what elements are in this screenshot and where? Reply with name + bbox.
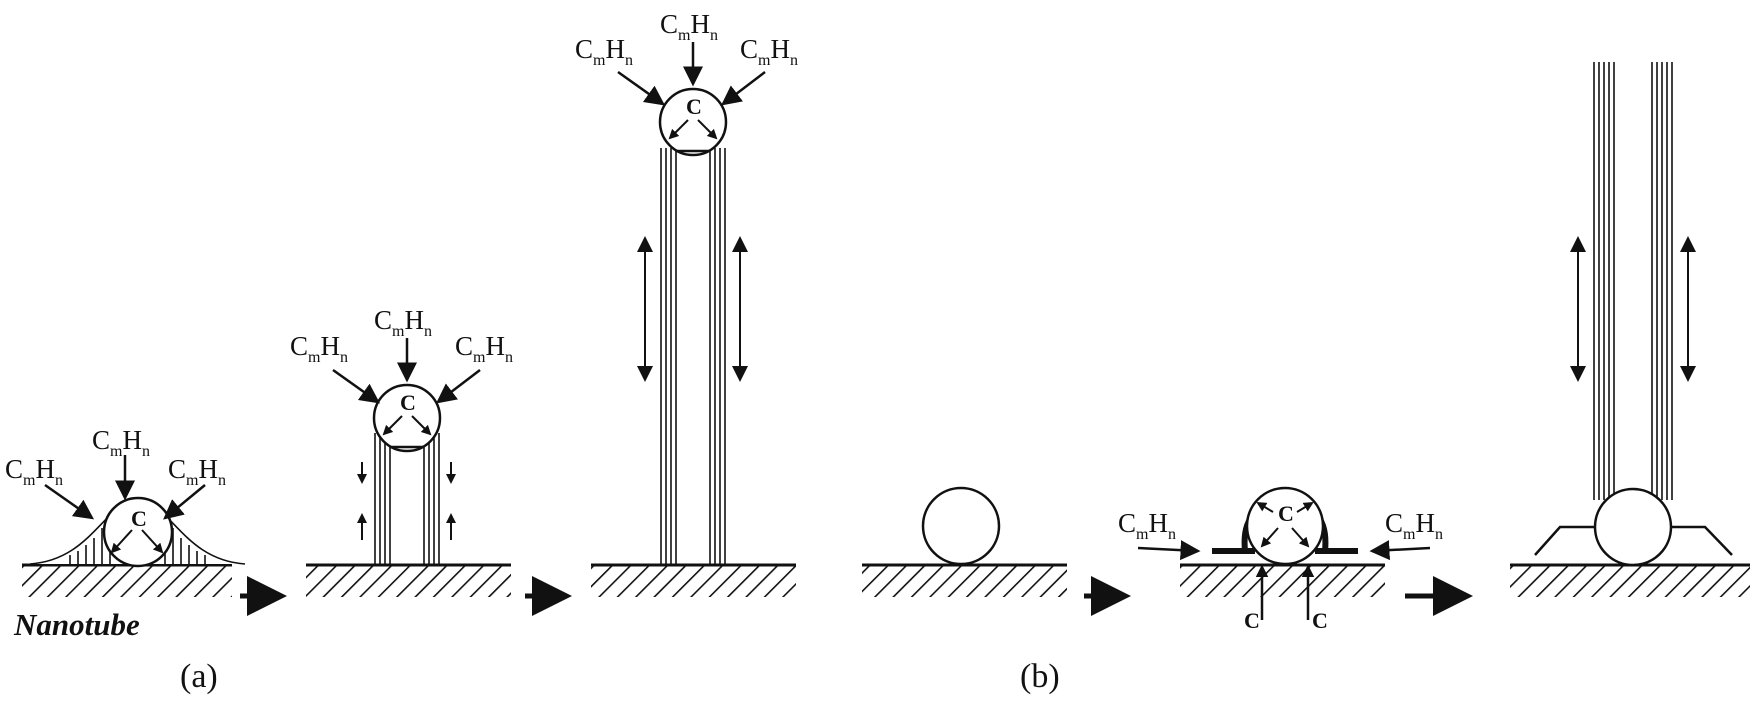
hydrocarbon-label: CmHn	[290, 331, 348, 366]
nanotube-walls	[660, 148, 726, 564]
carbon-label: C	[1244, 608, 1260, 633]
stage-a1: C CmHn CmHn CmHn Nanotube	[5, 425, 246, 642]
carbon-mound	[30, 505, 245, 564]
length-arrows	[1570, 236, 1696, 382]
panel-label-a: (a)	[180, 658, 218, 695]
hydrocarbon-label: CmHn	[1118, 508, 1176, 543]
hydrocarbon-label: CmHn	[740, 34, 798, 69]
substrate	[1510, 565, 1750, 597]
hydrocarbon-arrows	[44, 455, 206, 520]
stage-a2: C CmHn CmHn CmHn	[290, 305, 513, 597]
nanotube-walls	[374, 433, 440, 564]
substrate	[591, 565, 796, 597]
nanotube-label: Nanotube	[13, 607, 140, 642]
carbon-label: C	[1278, 501, 1294, 526]
carbon-diffusion-arrows	[668, 119, 718, 140]
hydrocarbon-arrows	[617, 42, 766, 106]
catalyst-particle	[1593, 487, 1673, 567]
stage-b2: C C C CmHn CmHn	[1118, 486, 1443, 633]
stage-b3	[1510, 62, 1750, 597]
hydrocarbon-label: CmHn	[1385, 508, 1443, 543]
substrate	[306, 565, 511, 597]
carbon-label: C	[400, 390, 416, 415]
panel-label-b: (b)	[1020, 658, 1060, 695]
hydrocarbon-label: CmHn	[5, 454, 63, 489]
hydrocarbon-label: CmHn	[374, 305, 432, 340]
catalyst-particle	[921, 486, 1001, 566]
hydrocarbon-arrows	[1137, 540, 1431, 561]
hydrocarbon-arrows	[332, 338, 481, 404]
carbon-diffusion-arrows	[382, 415, 432, 436]
carbon-diffusion-arrows	[1256, 501, 1314, 548]
substrate	[1180, 565, 1385, 597]
carbon-label: C	[686, 94, 702, 119]
hydrocarbon-label: CmHn	[455, 331, 513, 366]
catalyst-particle	[1245, 486, 1325, 566]
carbon-base-layer	[1534, 525, 1733, 556]
growth-arrows	[357, 462, 456, 540]
substrate-carbon-arrows	[1255, 564, 1315, 620]
substrate	[862, 565, 1067, 597]
hydrocarbon-label: CmHn	[168, 454, 226, 489]
hydrocarbon-label: CmHn	[660, 9, 718, 44]
carbon-label: C	[131, 506, 147, 531]
stage-a3: C CmHn CmHn CmHn	[575, 9, 798, 597]
length-arrows	[637, 236, 748, 382]
nanotube-walls	[1593, 62, 1673, 500]
carbon-label: C	[1312, 608, 1328, 633]
substrate	[22, 565, 232, 597]
hydrocarbon-label: CmHn	[575, 34, 633, 69]
hydrocarbon-label: CmHn	[92, 425, 150, 460]
carbon-diffusion-arrows	[110, 529, 164, 554]
stage-b1	[862, 486, 1067, 597]
